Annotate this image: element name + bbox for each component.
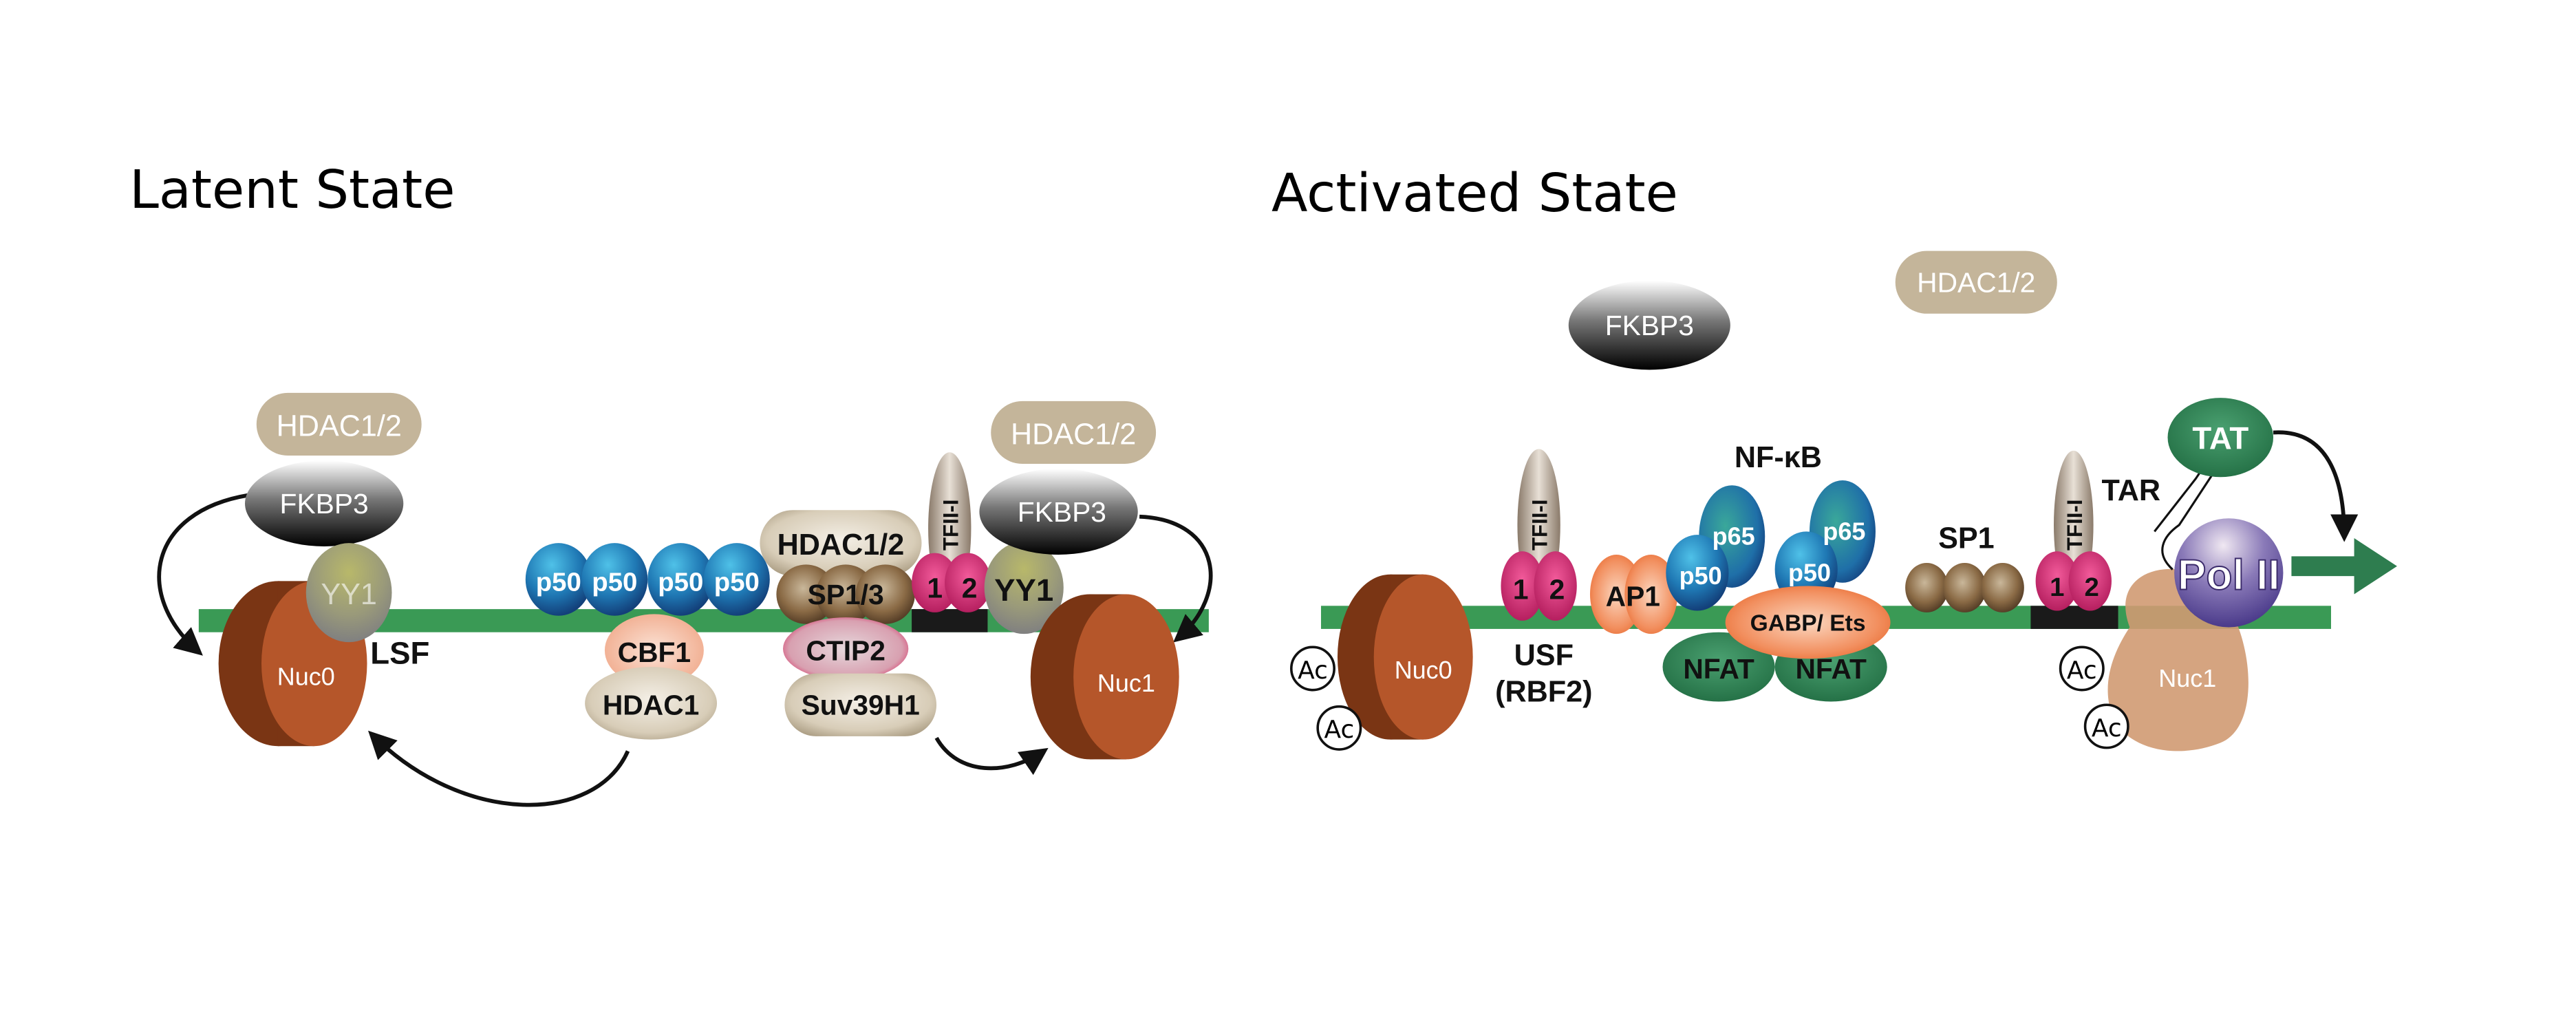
ac-mark: Ac (2059, 645, 2105, 692)
latent-hdac12-left: HDAC1/2 (256, 392, 422, 456)
activated-usf-right: 1 2 (2035, 551, 2112, 611)
latent-cbf1: CBF1 (604, 614, 704, 687)
p65-label: p65 (1713, 522, 1755, 551)
latent-arrow-suv-to-nuc1 (934, 736, 1049, 776)
latent-arrow-fkbp3-to-nuc0 (157, 493, 249, 656)
latent-suv39h1-label: Suv39H1 (802, 690, 920, 721)
nfat-label: NFAT (1683, 653, 1754, 685)
activated-arrow-tat-to-transcription (2273, 430, 2359, 542)
ac-label: Ac (1324, 716, 1354, 744)
latent-fkbp3-right-label: FKBP3 (1018, 496, 1106, 528)
latent-ctip2: CTIP2 (782, 617, 909, 681)
pol-ii-label: Pol II (2178, 551, 2280, 599)
latent-usf-2-label: 2 (962, 572, 978, 604)
activated-usf-1-label: 1 (1513, 574, 1529, 606)
latent-yy1-left: YY1 (305, 543, 392, 643)
activated-core-promoter (2030, 606, 2118, 629)
latent-p50-label: p50 (714, 568, 760, 597)
activated-fkbp3-free: FKBP3 (1568, 280, 1730, 370)
latent-tfii-i-label: TFII-I (938, 500, 963, 551)
ac-label: Ac (1298, 657, 1328, 685)
latent-yy1-right: YY1 (984, 541, 1064, 634)
ac-mark: Ac (2083, 703, 2129, 749)
activated-ap1-label: AP1 (1606, 580, 1660, 612)
p50-label: p50 (1679, 562, 1722, 590)
latent-yy1-right-label: YY1 (994, 573, 1053, 608)
latent-hdac12-mid-label: HDAC1/2 (777, 529, 905, 562)
latent-arrow-fkbp3-to-nuc1 (1139, 514, 1213, 643)
latent-hdac12-left-label: HDAC1/2 (277, 409, 402, 442)
usf-rbf2-label: (RBF2) (1495, 675, 1592, 708)
tar-label: TAR (2102, 474, 2160, 507)
tat: TAT (2167, 398, 2274, 478)
ac-label: Ac (2092, 714, 2122, 743)
p50-label: p50 (1788, 558, 1831, 586)
latent-sp13-label: SP1/3 (808, 579, 884, 610)
tat-label: TAT (2192, 420, 2248, 456)
p65-label: p65 (1823, 517, 1865, 545)
activated-ap1: AP1 (1589, 554, 1678, 634)
sp1-group (1905, 562, 2024, 612)
latent-hdac12-right-label: HDAC1/2 (1011, 418, 1136, 451)
activated-hdac12-free: HDAC1/2 (1895, 250, 2057, 314)
latent-nuc1-label: Nuc1 (1097, 669, 1155, 697)
latent-nuc1: Nuc1 (1030, 594, 1179, 760)
latent-sp13: SP1/3 (776, 564, 915, 624)
nfkb-dimer: p65 p50 (1666, 485, 1765, 611)
latent-arrow-hdac1-to-nuc0 (368, 730, 630, 807)
latent-yy1-left-label: YY1 (321, 578, 377, 611)
latent-hdac1-label: HDAC1 (603, 690, 699, 721)
latent-usf: 1 2 (912, 553, 991, 612)
latent-cbf1-label: CBF1 (618, 637, 691, 668)
latent-p50-label: p50 (658, 568, 703, 597)
latent-fkbp3-right: FKBP3 (979, 469, 1138, 555)
transcription-arrow (2291, 537, 2397, 595)
latent-core-promoter (912, 609, 988, 632)
latent-p50-label: p50 (592, 568, 637, 597)
activated-nuc1-label: Nuc1 (2158, 664, 2216, 692)
activated-nuc0-label: Nuc0 (1395, 656, 1452, 684)
latent-hdac12-mid: HDAC1/2 (760, 510, 922, 577)
latent-p50-label: p50 (536, 568, 581, 597)
latent-hdac1: HDAC1 (585, 667, 718, 740)
activated-fkbp3-free-label: FKBP3 (1605, 310, 1694, 341)
activated-tfii-i-left-label: TFII-I (1528, 500, 1552, 551)
activated-hdac12-free-label: HDAC1/2 (1917, 267, 2035, 299)
activated-usf-2-label: 2 (1549, 574, 1565, 606)
activated-nuc0: Nuc0 (1337, 574, 1473, 740)
latent-fkbp3-left: FKBP3 (245, 460, 404, 546)
latent-usf-1-label: 1 (927, 572, 943, 604)
latent-panel: Nuc0 HDAC1/2 FKBP3 YY1 LSF p50 p50 p50 p… (157, 392, 1213, 807)
usf-label: USF (1514, 639, 1574, 672)
activated-usf-right-2-label: 2 (2085, 573, 2099, 602)
latent-state-title: Latent State (129, 160, 455, 221)
ac-label: Ac (2067, 657, 2097, 685)
latent-hdac12-right: HDAC1/2 (991, 401, 1157, 465)
latent-suv39h1: Suv39H1 (784, 673, 937, 736)
latent-nuc0-label: Nuc0 (277, 662, 335, 690)
latent-lsf-label: LSF (370, 635, 429, 670)
tar-rna (2161, 461, 2222, 570)
pol-ii: Pol II (2174, 518, 2284, 628)
ac-mark: Ac (1316, 705, 1362, 751)
activated-usf-right-1-label: 1 (2050, 573, 2064, 602)
latent-p50-group: p50 p50 p50 p50 (525, 543, 770, 616)
gabp-ets: GABP/ Ets (1725, 586, 1891, 659)
nfkb-label: NF-κB (1735, 441, 1822, 474)
activated-panel: FKBP3 HDAC1/2 Nuc0 Ac Ac TFII-I (1289, 250, 2397, 751)
activated-usf: 1 2 (1501, 551, 1577, 621)
latent-nuc0: Nuc0 (218, 581, 367, 747)
latent-ctip2-label: CTIP2 (806, 634, 886, 666)
activated-tfii-i-right-label: TFII-I (2063, 500, 2087, 551)
sp1-label: SP1 (1938, 522, 1995, 555)
activated-state-title: Activated State (1271, 163, 1678, 224)
ac-mark: Ac (1289, 645, 1335, 692)
gabp-ets-label: GABP/ Ets (1750, 610, 1866, 636)
latent-fkbp3-left-label: FKBP3 (280, 488, 369, 520)
